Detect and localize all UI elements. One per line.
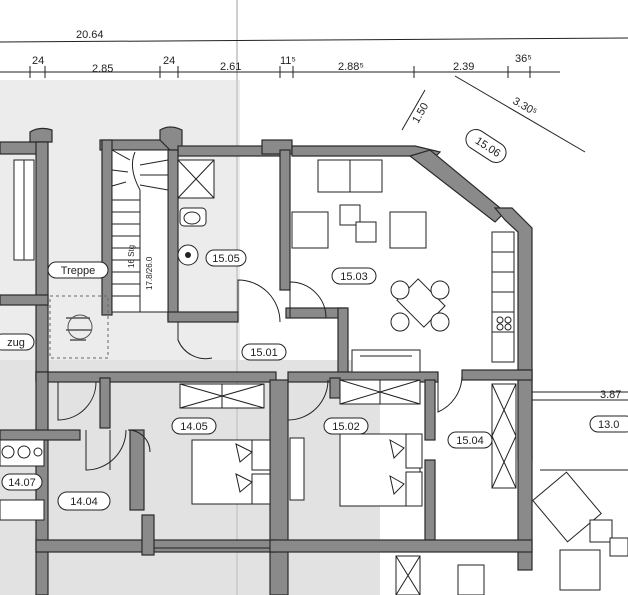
dim-seg-5: 11⁵: [280, 55, 296, 67]
room-label-15-01: 15.01: [250, 347, 278, 359]
room-15-04-furniture: [491, 383, 517, 489]
room-label-treppe: Treppe: [61, 265, 95, 277]
dim-seg-2: 2.85: [92, 63, 113, 75]
bedroom-15-02-furniture: [289, 379, 423, 507]
dimension-lines: [0, 37, 628, 153]
bathroom-fixtures: [177, 159, 215, 266]
walls: [0, 126, 533, 595]
dim-seg-3: 24: [163, 55, 175, 67]
room-labels: 15.06 15.05 15.03 15.01 14.05 15.02 15.0…: [0, 128, 628, 511]
room-label-15-04: 15.04: [456, 435, 484, 447]
room-label-14-04: 14.04: [70, 496, 98, 508]
room-14-07-fixtures: [0, 439, 45, 521]
room-label-13-0: 13.0: [598, 419, 619, 431]
dim-total: 20.64: [76, 29, 104, 41]
room-label-14-05: 14.05: [180, 421, 208, 433]
room-label-15-05: 15.05: [212, 253, 240, 265]
staircase: [111, 149, 169, 313]
living-room-furniture: [291, 159, 515, 373]
dim-seg-8: 36⁵: [515, 53, 532, 65]
dim-seg-4: 2.61: [220, 61, 241, 73]
room-label-15-02: 15.02: [332, 421, 360, 433]
left-elements: [13, 159, 109, 359]
doors: [57, 279, 463, 471]
lower-strip: [154, 547, 485, 595]
stairs-note-steps: 16 Stg: [127, 245, 136, 268]
room-label-aufzug: zug: [7, 337, 25, 349]
stairs-note-ratio: 17.8/26.0: [145, 256, 154, 290]
bedroom-14-05-furniture: [179, 383, 271, 505]
room-label-15-03: 15.03: [340, 271, 368, 283]
room-label-14-07: 14.07: [8, 477, 36, 489]
dim-seg-6: 2.88⁵: [338, 61, 364, 73]
dim-seg-1: 24: [32, 55, 44, 67]
adjacent-unit: [532, 391, 628, 591]
dim-right-room: 3.87: [600, 389, 621, 401]
dim-seg-7: 2.39: [453, 61, 474, 73]
